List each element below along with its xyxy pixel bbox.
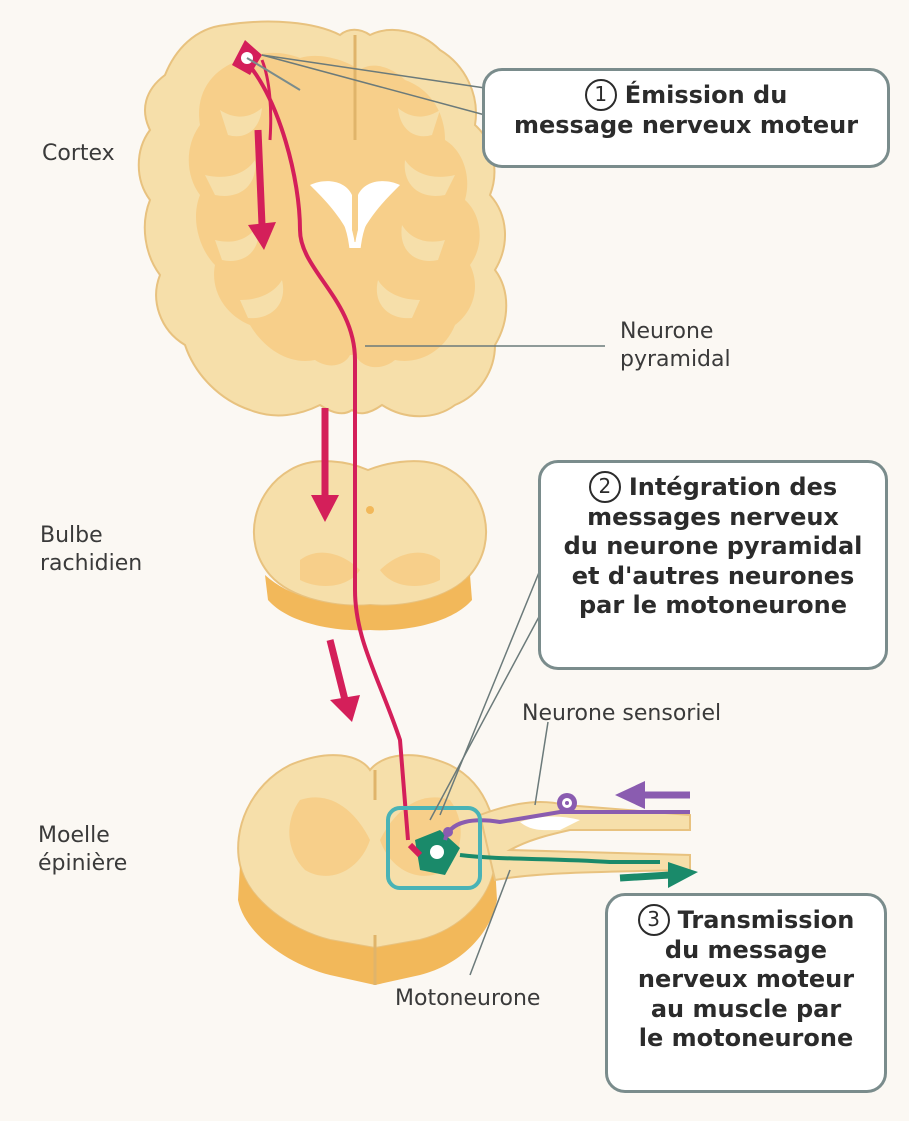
callout-3-line4: au muscle par: [620, 995, 872, 1024]
sensory-input-arrow: [615, 781, 690, 809]
label-neurone-pyramidal-line1: Neurone: [620, 318, 731, 346]
label-neurone-sensoriel: Neurone sensoriel: [522, 700, 721, 728]
callout-3-line5: le motoneurone: [620, 1024, 872, 1053]
label-motoneurone: Motoneurone: [395, 985, 540, 1013]
callout-emission: 1 Émission du message nerveux moteur: [482, 68, 890, 168]
callout-3-number: 3: [638, 904, 670, 936]
callout-1-number: 1: [585, 79, 617, 111]
callout-2-line5: par le motoneurone: [553, 591, 873, 620]
label-moelle: Moelle épinière: [38, 822, 127, 877]
callout-integration: 2 Intégration des messages nerveux du neu…: [538, 460, 888, 670]
cortex-section: [139, 22, 507, 417]
callout-2-line4: et d'autres neurones: [553, 562, 873, 591]
label-neurone-pyramidal: Neurone pyramidal: [620, 318, 731, 373]
callout-2-line1: Intégration des: [629, 473, 837, 501]
label-cortex: Cortex: [42, 140, 115, 168]
label-bulbe-line1: Bulbe: [40, 522, 142, 550]
callout-3-line3: nerveux moteur: [620, 965, 872, 994]
label-bulbe-line2: rachidien: [40, 550, 142, 578]
callout-2-line3: du neurone pyramidal: [553, 532, 873, 561]
label-moelle-line2: épinière: [38, 850, 127, 878]
callout-1-line2: message nerveux moteur: [497, 111, 875, 140]
callout-1-line1: Émission du: [625, 81, 788, 109]
label-neurone-pyramidal-line2: pyramidal: [620, 346, 731, 374]
callout-2-line2: messages nerveux: [553, 503, 873, 532]
leader-neurone-sensoriel: [535, 722, 548, 805]
label-bulbe: Bulbe rachidien: [40, 522, 142, 577]
callout-3-line1: Transmission: [678, 906, 855, 934]
callout-2-number: 2: [589, 471, 621, 503]
callout-3-line2: du message: [620, 936, 872, 965]
bulbe-section: [254, 461, 486, 630]
label-moelle-line1: Moelle: [38, 822, 127, 850]
